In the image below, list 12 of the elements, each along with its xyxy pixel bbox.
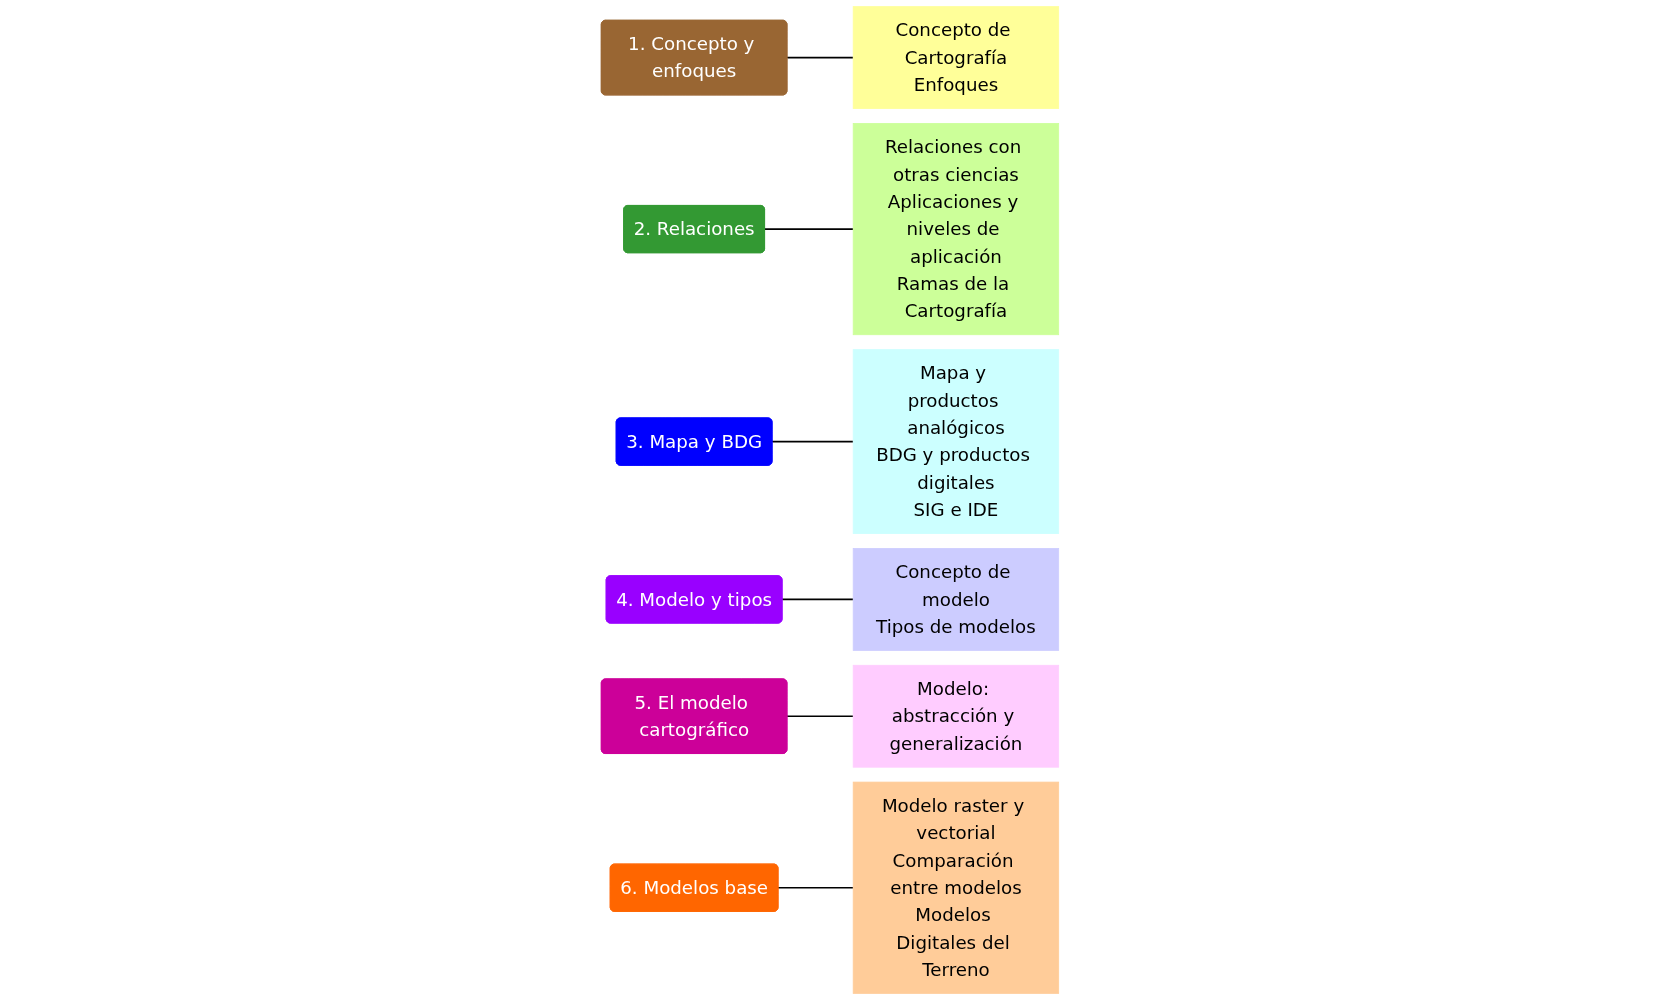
- node-box: Modelo: abstracción y generalización: [852, 664, 1060, 768]
- node-box: Concepto de Cartografía Enfoques: [852, 6, 1060, 109]
- node-box: Concepto de modelo Tipos de modelos: [852, 548, 1060, 651]
- connector: [786, 715, 855, 718]
- node-box: Modelo raster y vectorial Comparación entre modelos Modelos Digitales del Terreno: [852, 781, 1060, 994]
- node-box: Relaciones con otras ciencias Aplicaciones y niveles de aplicación Ramas de la Cartografía: [852, 123, 1060, 336]
- connector: [786, 56, 855, 59]
- connector: [771, 440, 855, 443]
- node-box: Mapa y productos analógicos BDG y productos digitales SIG e IDE: [852, 349, 1060, 534]
- connector: [777, 886, 855, 889]
- connector: [764, 228, 855, 231]
- connector: [781, 598, 855, 601]
